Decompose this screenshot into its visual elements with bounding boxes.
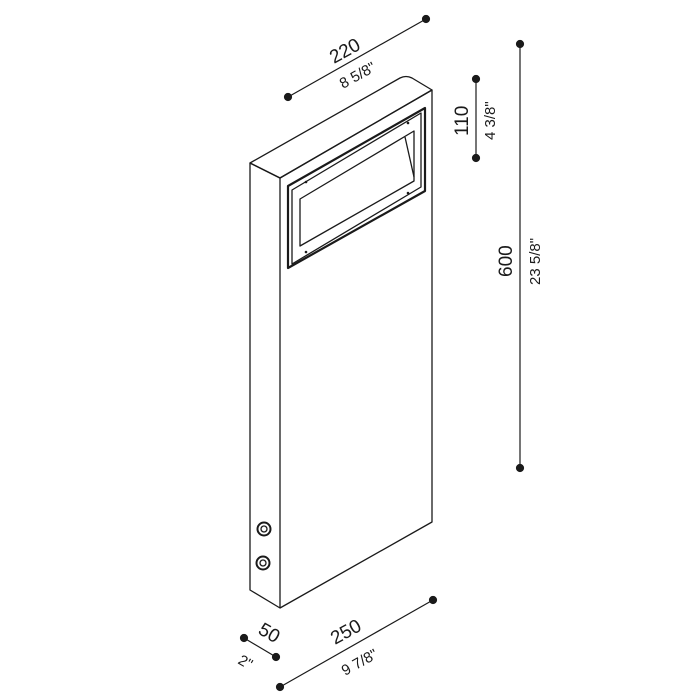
dimension-line-600 — [515, 39, 525, 473]
label-50-inch: 2" — [235, 652, 255, 674]
top-face — [249, 75, 433, 179]
front-face — [279, 89, 433, 609]
label-110-mm: 110 — [452, 106, 473, 136]
cable-gland-top — [256, 521, 272, 537]
label-50-mm: 50 — [255, 619, 284, 648]
dimension-line-220 — [283, 14, 431, 102]
label-250-inch: 9 7/8" — [339, 646, 381, 680]
label-110-inch: 4 3/8" — [482, 101, 499, 140]
window-frame-outer — [286, 106, 427, 270]
label-220-mm: 220 — [326, 35, 364, 69]
window-reflector — [404, 136, 415, 178]
window-glass — [299, 130, 415, 247]
label-600-mm: 600 — [496, 245, 517, 277]
side-face — [249, 162, 281, 609]
window-screws — [304, 121, 410, 254]
label-250-mm: 250 — [327, 616, 365, 650]
dimension-line-110 — [471, 74, 481, 163]
dimension-line-50 — [239, 633, 281, 662]
dimension-line-250 — [275, 595, 438, 692]
cable-gland-bottom — [255, 555, 271, 571]
label-600-inch: 23 5/8" — [527, 238, 544, 285]
window-frame-inner — [291, 112, 422, 265]
